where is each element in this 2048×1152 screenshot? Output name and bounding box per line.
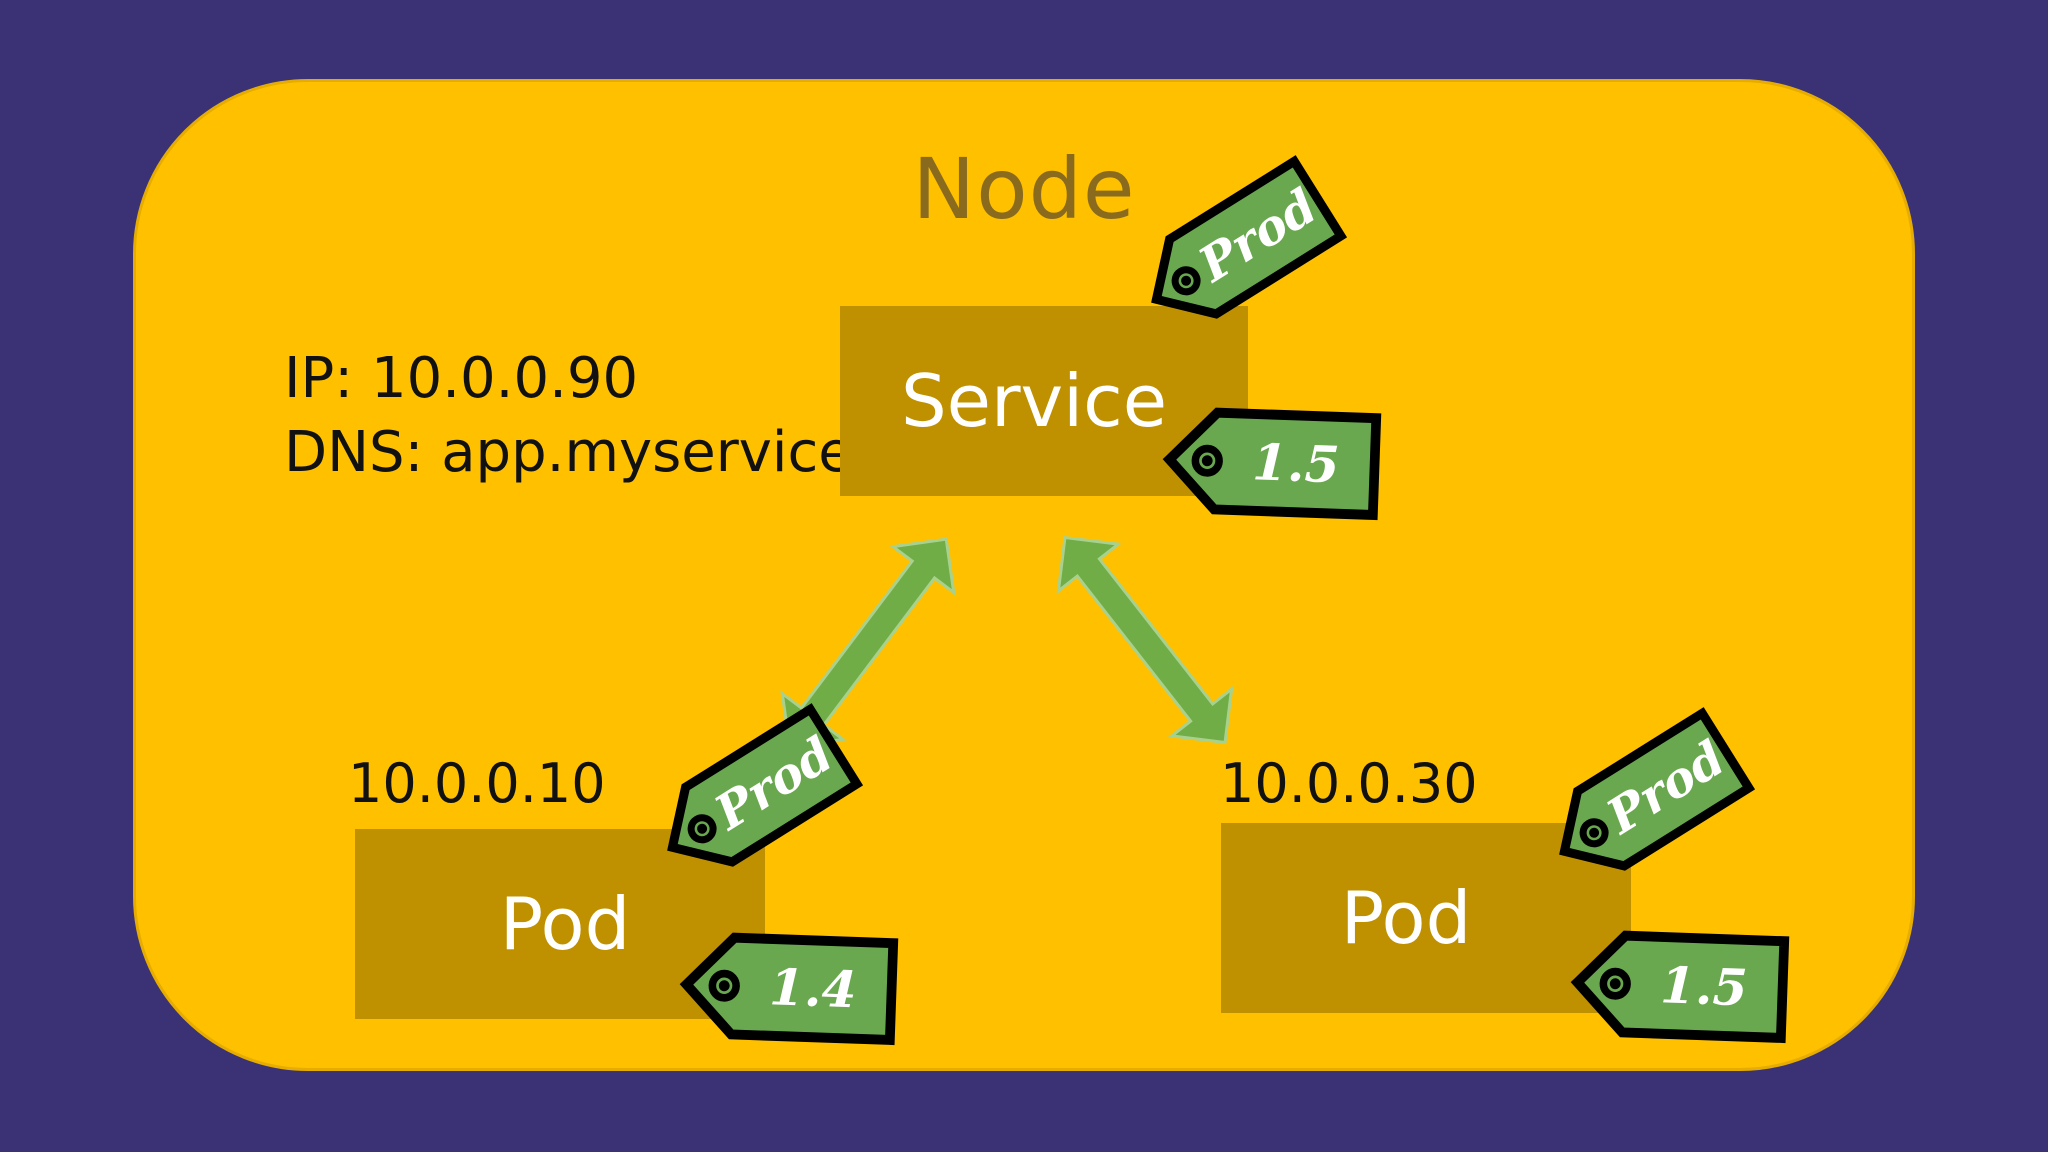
service-ip: IP: 10.0.0.90	[284, 346, 639, 411]
pod-left-label: Pod	[499, 882, 631, 966]
pod-right-tag-prod: Prod	[1541, 713, 1749, 888]
service-tag-version: 1.5	[1168, 411, 1376, 515]
service-tag-version-text: 1.5	[1251, 432, 1340, 494]
pod-left-tag-version-text: 1.4	[768, 957, 857, 1019]
service-dns: DNS: app.myservice	[284, 420, 853, 485]
pod-left-ip: 10.0.0.10	[348, 752, 606, 815]
service-info: IP: 10.0.0.90 DNS: app.myservice	[284, 342, 853, 490]
pod-right-tag-version: 1.5	[1576, 934, 1784, 1038]
double-arrow-right	[1056, 535, 1234, 745]
service-label: Service	[900, 359, 1168, 443]
service-tag-prod: Prod	[1133, 161, 1341, 336]
pod-right-ip: 10.0.0.30	[1220, 752, 1478, 815]
pod-right-label: Pod	[1340, 876, 1472, 960]
node-title: Node	[912, 140, 1136, 238]
pod-left-tag-prod: Prod	[649, 709, 857, 884]
pod-left-tag-version: 1.4	[685, 936, 893, 1040]
pod-right-tag-version-text: 1.5	[1659, 955, 1748, 1017]
double-arrow-left	[780, 537, 956, 749]
